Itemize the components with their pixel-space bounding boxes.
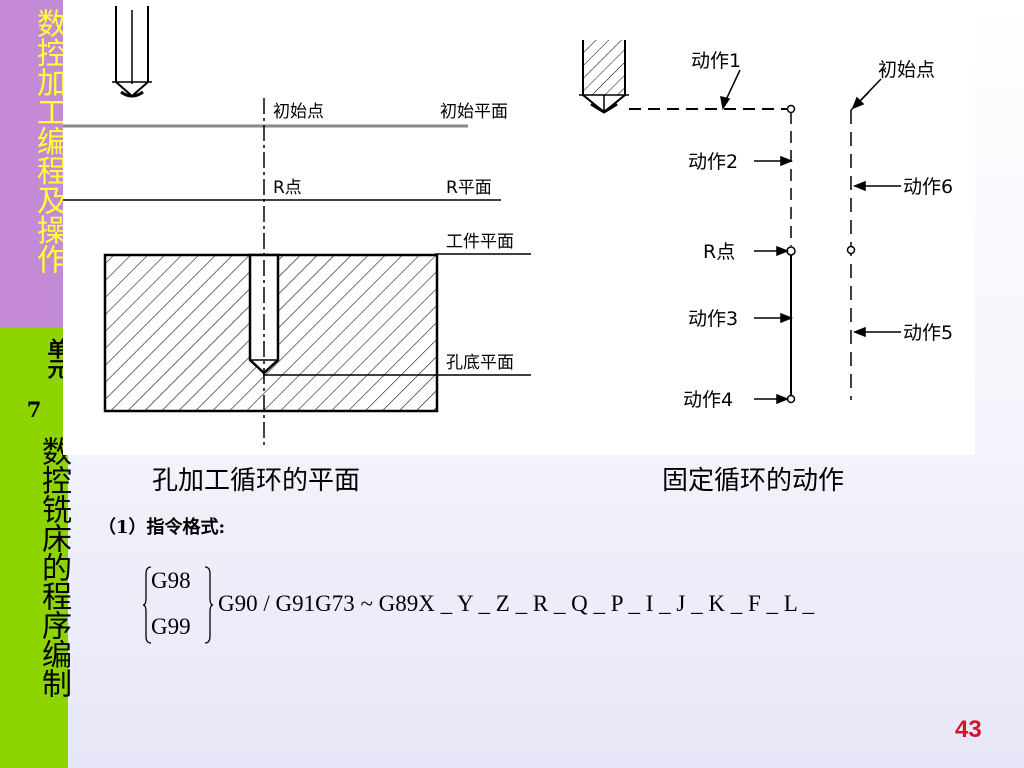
left-figure-caption: 孔加工循环的平面 <box>152 466 361 496</box>
action6-label: 动作6 <box>903 176 953 198</box>
action3-label: 动作3 <box>688 308 738 330</box>
unit-number: 7 <box>26 397 42 422</box>
r-point-label: R点 <box>273 178 302 198</box>
drill-tool-left <box>112 6 152 98</box>
left-brace-icon <box>142 566 152 644</box>
r-plane-label: R平面 <box>446 178 492 198</box>
right-brace-icon <box>204 566 214 644</box>
action4-label: 动作4 <box>683 389 733 411</box>
code-main-line: G90 / G91G73 ~ G89X _ Y _ Z _ R _ Q _ P … <box>218 591 815 616</box>
right-figure-caption: 固定循环的动作 <box>662 466 845 496</box>
left-diagram: 初始点 初始平面 R点 R平面 工件平面 孔底平面 <box>63 6 531 445</box>
hole-bottom-plane-label: 孔底平面 <box>446 353 514 373</box>
section-title: 数控铣床的程序编制 <box>36 436 71 697</box>
page-number: 43 <box>955 716 982 743</box>
initial-point-label-right: 初始点 <box>878 59 935 81</box>
action5-label: 动作5 <box>903 322 953 344</box>
action1-label: 动作1 <box>691 50 741 72</box>
r-point-label-right: R点 <box>703 241 735 263</box>
code-option-g99: G99 <box>151 614 191 639</box>
diagram-svg: 初始点 初始平面 R点 R平面 工件平面 孔底平面 <box>63 6 953 445</box>
g-code-format: G98 G99 G90 / G91G73 ~ G89X _ Y _ Z _ R … <box>138 566 958 646</box>
right-diagram: 动作1 初始点 动作2 动作6 R点 动作3 动作5 动作4 <box>579 40 953 411</box>
code-option-g98: G98 <box>151 568 191 593</box>
action2-label: 动作2 <box>688 151 738 173</box>
drill-tool-right <box>579 40 629 114</box>
diagram-figure: 初始点 初始平面 R点 R平面 工件平面 孔底平面 <box>63 0 975 455</box>
unit-label: 单元 <box>45 338 70 378</box>
course-title: 数控加工编程及操作 <box>31 8 66 274</box>
initial-point-marker <box>786 104 796 114</box>
initial-point-label: 初始点 <box>273 102 324 122</box>
return-r-marker <box>846 245 856 255</box>
initial-plane-label: 初始平面 <box>440 102 508 122</box>
format-heading: （1）指令格式: <box>98 517 226 538</box>
sidebar-unit-panel <box>0 328 68 768</box>
workpiece-plane-label: 工件平面 <box>446 232 514 252</box>
sidebar-course-panel <box>0 0 63 328</box>
